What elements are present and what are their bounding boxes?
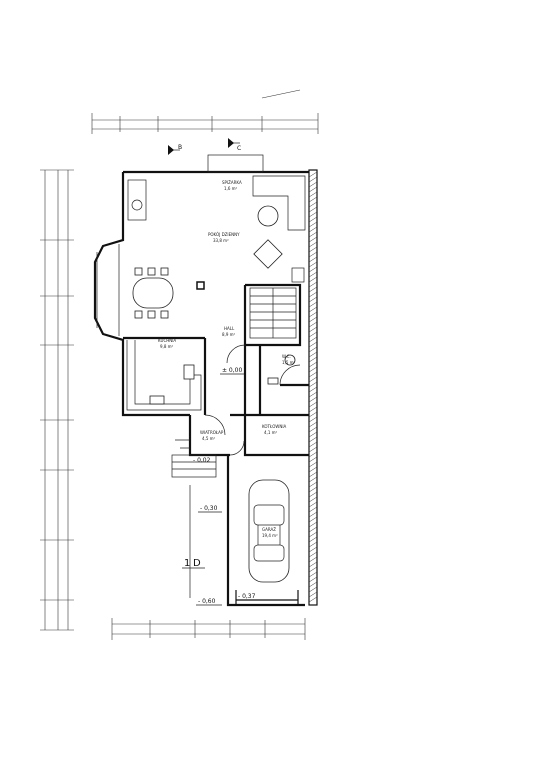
level-marker-outside: - 0,60 [196,598,222,606]
car-icon [248,479,290,583]
section-marker-d: 1 D [182,558,205,569]
room-label-pantry: SPIŻARKA 1,6 m² [222,180,242,191]
level-marker-hall: ± 0,00 [220,367,244,375]
room-label-bath: W.C. 1,5 m² [282,354,296,365]
section-marker-c: C [228,138,241,152]
room-kitchen-area: 9,8 m² [160,344,174,349]
staircase [249,287,297,339]
left-dimension-chains [40,169,74,631]
room-label-vestibule: WIATROŁAP 4,5 m² [200,430,224,441]
level-marker-driveway: - 0,30 [198,505,222,513]
door-swings [175,344,246,456]
section-marker-b: B [168,144,182,155]
bottom-dimension-chain [111,618,306,640]
garage-door [235,590,299,605]
room-living-name: POKÓJ DZIENNY [208,232,240,237]
room-label-garage: GARAŻ 19,4 m² [262,527,278,538]
section-marker-b-label: B [178,144,182,151]
bathroom-fixtures [267,267,305,386]
room-garage-name: GARAŻ [262,527,276,532]
room-living-area: 33,8 m² [213,238,229,243]
room-label-kitchen: KUCHNIA 9,8 m² [158,338,176,349]
room-hall-area: 8,9 m² [222,332,236,337]
living-furniture [127,179,283,290]
room-label-boiler: KOTŁOWNIA 4,1 m² [262,424,287,435]
room-label-hall: HALL 8,9 m² [222,326,236,337]
room-label-living: POKÓJ DZIENNY 33,8 m² [208,232,240,243]
kitchen-counters [126,340,202,411]
level-marker-garage: - 0,37 [238,593,256,600]
room-boiler-name: KOTŁOWNIA [262,424,287,429]
house-walls [93,154,309,607]
entrance-steps [171,454,217,598]
room-vestibule-name: WIATROŁAP [200,430,224,435]
interior-partitions [123,175,309,415]
room-pantry-area: 1,6 m² [224,186,238,191]
room-kitchen-name: KUCHNIA [158,338,176,343]
level-driveway-text: - 0,30 [200,505,218,512]
top-dimension-chain [91,89,319,134]
room-pantry-name: SPIŻARKA [222,180,242,185]
room-garage-area: 19,4 m² [262,533,278,538]
section-marker-d-number: 1 [184,558,190,569]
section-marker-c-label: C [237,145,241,152]
right-hatched-wall [308,169,318,606]
room-bath-name: W.C. [282,354,291,359]
level-hall-text: ± 0,00 [222,367,242,374]
level-garage-text: - 0,37 [238,593,256,600]
level-entrance-text: - 0,02 [193,457,211,464]
level-outside-text: - 0,60 [198,598,216,605]
dining-table [132,267,174,319]
level-marker-entrance: - 0,02 [193,457,211,464]
section-marker-d-label: D [193,558,201,569]
room-boiler-area: 4,1 m² [264,430,278,435]
room-vestibule-area: 4,5 m² [202,436,216,441]
room-hall-name: HALL [224,326,235,331]
room-bath-area: 1,5 m² [282,360,296,365]
